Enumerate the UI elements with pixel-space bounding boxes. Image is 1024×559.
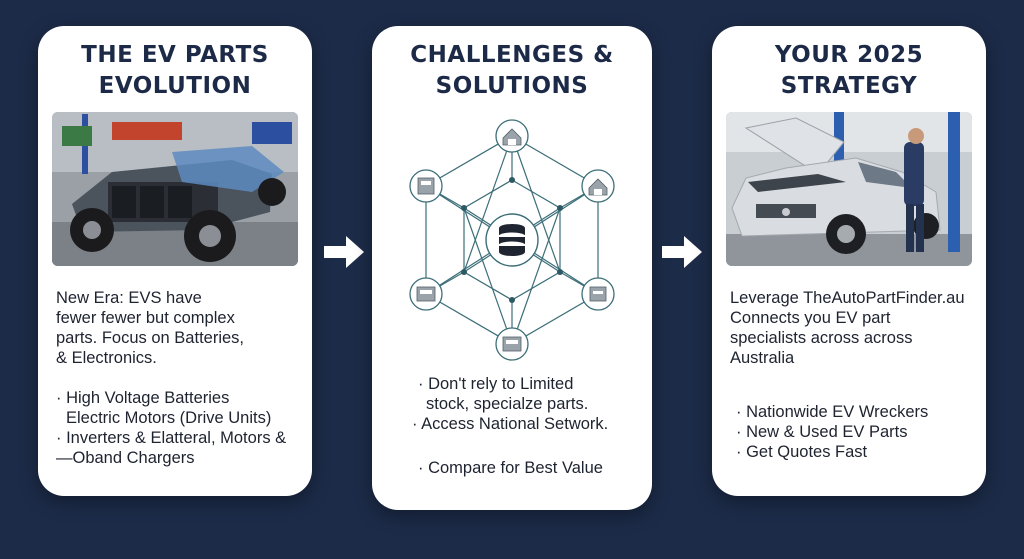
bullet-list: · Don't rely to Limited stock, specialze… [412,374,646,478]
ev-chassis-photo [52,112,298,266]
database-network-diagram [402,108,622,370]
paragraph-line: New Era: EVS have [56,289,202,307]
bullet-item: stock, specialze parts. [426,395,589,413]
card-title: YOUR 2025 STRATEGY [712,40,986,102]
card-title-line: EVOLUTION [98,73,252,99]
card-your-2025-strategy: YOUR 2025 STRATEGY Leverage TheAutoPartF… [712,26,986,496]
card-challenges-solutions: CHALLENGES & SOLUTIONS [372,26,652,510]
bullet-item: —Oband Chargers [56,449,195,467]
card-title-line: THE EV PARTS [81,42,269,68]
bullet-list: · High Voltage Batteries Electric Motors… [56,388,306,468]
paragraph-line: specialists across across [730,329,913,347]
paragraph-line: fewer fewer but complex [56,309,235,327]
paragraph-line: Leverage TheAutoPartFinder.au [730,289,965,307]
bullet-item: · High Voltage Batteries [56,389,230,407]
card-paragraph: Leverage TheAutoPartFinder.au Connects y… [730,288,976,368]
bullet-item: · Get Quotes Fast [736,443,868,461]
bullet-item: · Compare for Best Value [418,459,603,477]
card-title-line: CHALLENGES & [410,42,614,68]
card-title: CHALLENGES & SOLUTIONS [372,40,652,102]
card-title: THE EV PARTS EVOLUTION [38,40,312,102]
card-ev-parts-evolution: THE EV PARTS EVOLUTION New Era: EVS have [38,26,312,496]
bullet-item: · Don't rely to Limited [418,375,574,393]
bullet-item: · Nationwide EV Wreckers [736,403,929,421]
bullet-item: · New & Used EV Parts [736,423,908,441]
card-paragraph: New Era: EVS have fewer fewer but comple… [56,288,302,368]
paragraph-line: & Electronics. [56,349,157,367]
bullet-item [412,434,646,458]
bullet-item: · Access National Setwork. [412,415,609,433]
bullet-item: · Inverters & Elatteral, Motors & [56,429,287,447]
bullet-item: Electric Motors (Drive Units) [66,409,272,427]
mechanic-car-photo [726,112,972,266]
bullet-list: · Nationwide EV Wreckers · New & Used EV… [736,402,980,462]
paragraph-line: Connects you EV part [730,309,891,327]
card-title-line: YOUR 2025 [774,42,924,68]
card-title-line: SOLUTIONS [435,73,589,99]
paragraph-line: Australia [730,349,795,367]
right-arrow-icon [322,232,366,272]
paragraph-line: parts. Focus on Batteries, [56,329,245,347]
card-title-line: STRATEGY [780,73,918,99]
right-arrow-icon [660,232,704,272]
